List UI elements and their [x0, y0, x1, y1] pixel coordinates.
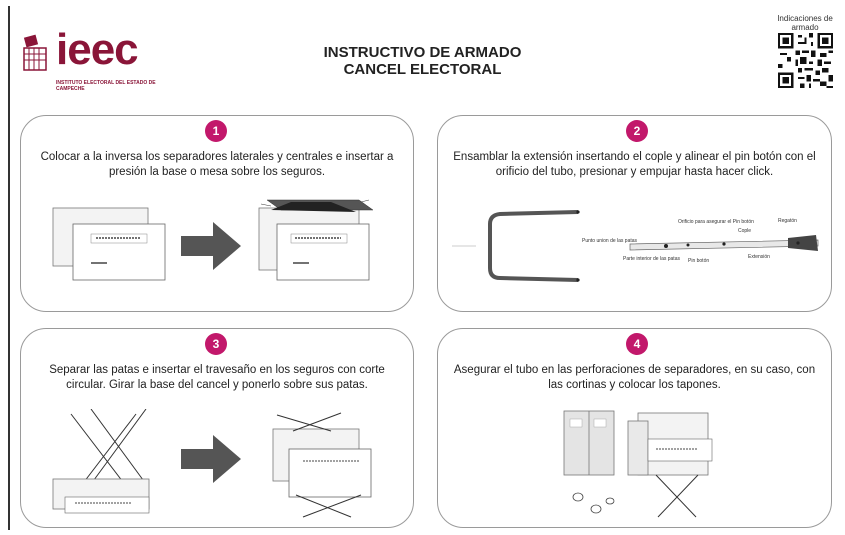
label-pin-boton: Pin botón — [688, 258, 709, 264]
step-instruction-4: Asegurar el tubo en las perforaciones de… — [453, 364, 816, 391]
step-number-badge-4: 4 — [626, 333, 648, 355]
step-card-1: 1 Colocar a la inversa los separadores l… — [20, 115, 414, 312]
label-extension: Extensión — [748, 254, 770, 260]
ballot-box-logo-icon — [23, 34, 47, 71]
label-orificio: Orificio para asegurar el Pin botón — [678, 219, 754, 225]
label-cople: Cople — [738, 228, 751, 234]
step-1-illustration — [52, 199, 374, 281]
qr-label: Indicaciones de armado — [777, 14, 833, 32]
page-frame — [8, 6, 839, 530]
title-line-1: INSTRUCTIVO DE ARMADO — [323, 44, 522, 61]
qr-code-icon[interactable] — [778, 33, 833, 88]
title-line-2: CANCEL ELECTORAL — [343, 61, 502, 78]
step-instruction-3: Separar las patas e insertar el travesañ… — [49, 364, 385, 391]
step-card-2: 2 Ensamblar la extensión insertando el c… — [437, 115, 832, 312]
step-2-illustration: Punto union de las patas Orificio para a… — [452, 210, 819, 282]
step-4-illustration — [563, 410, 713, 518]
right-arrow-icon — [181, 222, 241, 270]
step-number-badge-3: 3 — [205, 333, 227, 355]
step-number-badge-2: 2 — [626, 120, 648, 142]
label-punto-union: Punto union de las patas — [582, 238, 638, 244]
step-instruction-2: Ensamblar la extensión insertando el cop… — [453, 151, 816, 178]
label-regaton: Regatón — [778, 218, 797, 224]
step-card-3: 3 Separar las patas e insertar el traves… — [20, 328, 414, 528]
right-arrow-icon — [181, 435, 241, 483]
ieec-logo: ieec INSTITUTO ELECTORAL DEL ESTADO DE C… — [22, 25, 172, 100]
step-3-illustration — [52, 409, 372, 518]
step-card-4: 4 Asegurar el tubo en las perforaciones … — [437, 328, 832, 528]
step-number-badge-1: 1 — [205, 120, 227, 142]
page-title: INSTRUCTIVO DE ARMADO CANCEL ELECTORAL — [300, 44, 545, 78]
logo-wordmark: ieec — [56, 25, 139, 74]
label-parte-interior: Parte interior de las patas — [623, 256, 680, 262]
step-instruction-1: Colocar a la inversa los separadores lat… — [40, 151, 394, 178]
logo-subtitle: INSTITUTO ELECTORAL DEL ESTADO DE CAMPEC… — [56, 80, 156, 92]
